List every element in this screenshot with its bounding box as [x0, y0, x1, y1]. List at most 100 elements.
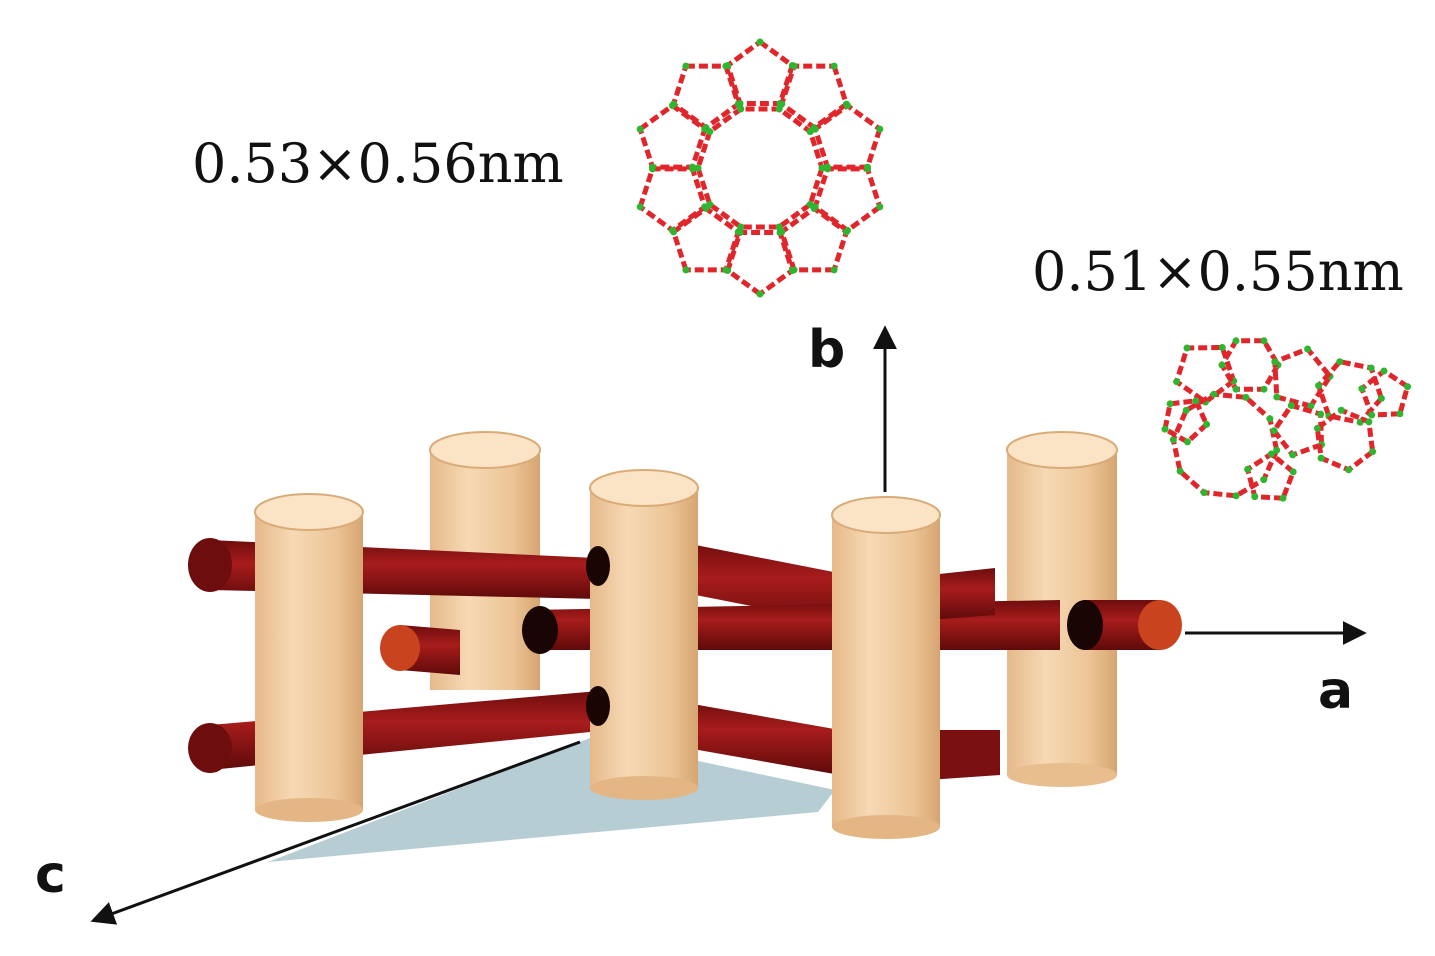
framework-atom — [669, 226, 676, 234]
framework-atom — [1271, 358, 1279, 366]
framework-atom — [811, 125, 819, 133]
framework-atom — [1192, 397, 1200, 405]
framework-atom — [830, 266, 838, 274]
framework-atom — [1304, 345, 1312, 353]
framework-atom — [1317, 410, 1325, 418]
framework-atom — [844, 102, 851, 110]
framework-atom — [682, 266, 690, 274]
vertical-channel-front-3 — [831, 496, 941, 839]
rod-end — [1138, 600, 1182, 650]
framework-atom — [1210, 390, 1218, 398]
framework-atom — [790, 62, 798, 70]
framework-ring — [1270, 402, 1325, 458]
framework-atom — [1289, 468, 1297, 476]
framework-atom — [702, 124, 710, 132]
framework-atom — [1232, 492, 1240, 500]
axis-c-arrow — [90, 740, 581, 925]
framework-atom — [1267, 450, 1275, 458]
framework-atom — [636, 203, 644, 211]
framework-atom — [778, 100, 786, 108]
framework-ring-sinusoidal-channel — [1161, 337, 1411, 502]
framework-ring — [695, 106, 825, 230]
framework-atom — [776, 229, 784, 236]
framework-atom — [1203, 420, 1211, 428]
framework-atom — [1173, 378, 1181, 386]
framework-atom — [1218, 344, 1226, 351]
framework-ring — [637, 166, 708, 234]
framework-atom — [1307, 402, 1315, 410]
framework-atom — [1358, 385, 1366, 393]
pore-size-label-straight: 0.53×0.56nm — [192, 132, 564, 195]
framework-ring — [1162, 398, 1210, 445]
framework-atom — [1266, 415, 1274, 423]
framework-atom — [1377, 394, 1385, 402]
framework-atom — [1365, 418, 1373, 426]
framework-ring-straight-channel — [636, 38, 884, 298]
framework-atom — [1368, 411, 1376, 419]
framework-atom — [694, 164, 702, 172]
framework-ring — [812, 166, 883, 234]
framework-atom — [1176, 467, 1184, 475]
framework-atom — [1270, 427, 1278, 435]
axis-b-label: b — [808, 320, 845, 380]
framework-atom — [1232, 385, 1240, 393]
framework-atom — [1313, 424, 1321, 432]
framework-atom — [701, 203, 709, 211]
axis-c-label: c — [35, 845, 66, 905]
framework-atom — [1345, 466, 1353, 474]
framework-atom — [1242, 393, 1250, 401]
framework-atom — [1315, 382, 1323, 390]
framework-atom — [1260, 385, 1268, 393]
framework-atom — [1367, 364, 1375, 372]
framework-atom — [689, 163, 696, 171]
framework-atom — [1161, 425, 1169, 433]
framework-atom — [1260, 337, 1268, 345]
vertical-channel-back-right — [1006, 431, 1118, 787]
framework-atom — [1218, 361, 1226, 369]
framework-atom — [1337, 406, 1345, 414]
framework-atom — [736, 100, 744, 107]
framework-atom — [818, 164, 826, 172]
framework-atom — [1404, 383, 1411, 391]
framework-atom — [1273, 393, 1281, 401]
rod-end — [380, 625, 420, 671]
framework-ring — [1358, 367, 1411, 418]
framework-atom — [1184, 438, 1191, 446]
framework-atom — [1380, 367, 1388, 375]
framework-atom — [1260, 476, 1268, 484]
framework-atom — [670, 100, 678, 108]
framework-ring — [812, 102, 883, 170]
framework-atom — [756, 290, 764, 298]
framework-ring — [1272, 346, 1334, 409]
framework-atom — [842, 228, 850, 236]
framework-atom — [1273, 446, 1281, 454]
framework-ring — [724, 230, 796, 298]
framework-ring — [778, 63, 850, 131]
framework-atom — [788, 267, 796, 274]
framework-atom — [830, 62, 838, 70]
framework-ring — [1244, 450, 1297, 501]
vertical-channel-front-2 — [586, 469, 699, 800]
framework-atom — [682, 62, 690, 70]
framework-atom — [1317, 454, 1325, 462]
pore-size-label-sinusoidal: 0.51×0.55nm — [1032, 240, 1404, 303]
framework-ring — [670, 63, 742, 131]
framework-atom — [722, 266, 730, 274]
framework-ring — [637, 102, 708, 170]
framework-atom — [1166, 400, 1174, 408]
framework-ring — [778, 205, 850, 273]
framework-atom — [864, 163, 871, 171]
framework-atom — [1287, 402, 1295, 409]
framework-atom — [1289, 451, 1297, 459]
framework-atom — [824, 163, 831, 171]
framework-atom — [876, 203, 884, 211]
framework-atom — [1244, 465, 1252, 473]
framework-atom — [734, 228, 742, 236]
framework-atom — [649, 163, 656, 171]
framework-atom — [1279, 494, 1287, 502]
framework-atom — [810, 204, 818, 212]
framework-atom — [756, 38, 764, 46]
axis-a-label: a — [1318, 661, 1353, 721]
vertical-channel-front-1 — [254, 493, 364, 822]
